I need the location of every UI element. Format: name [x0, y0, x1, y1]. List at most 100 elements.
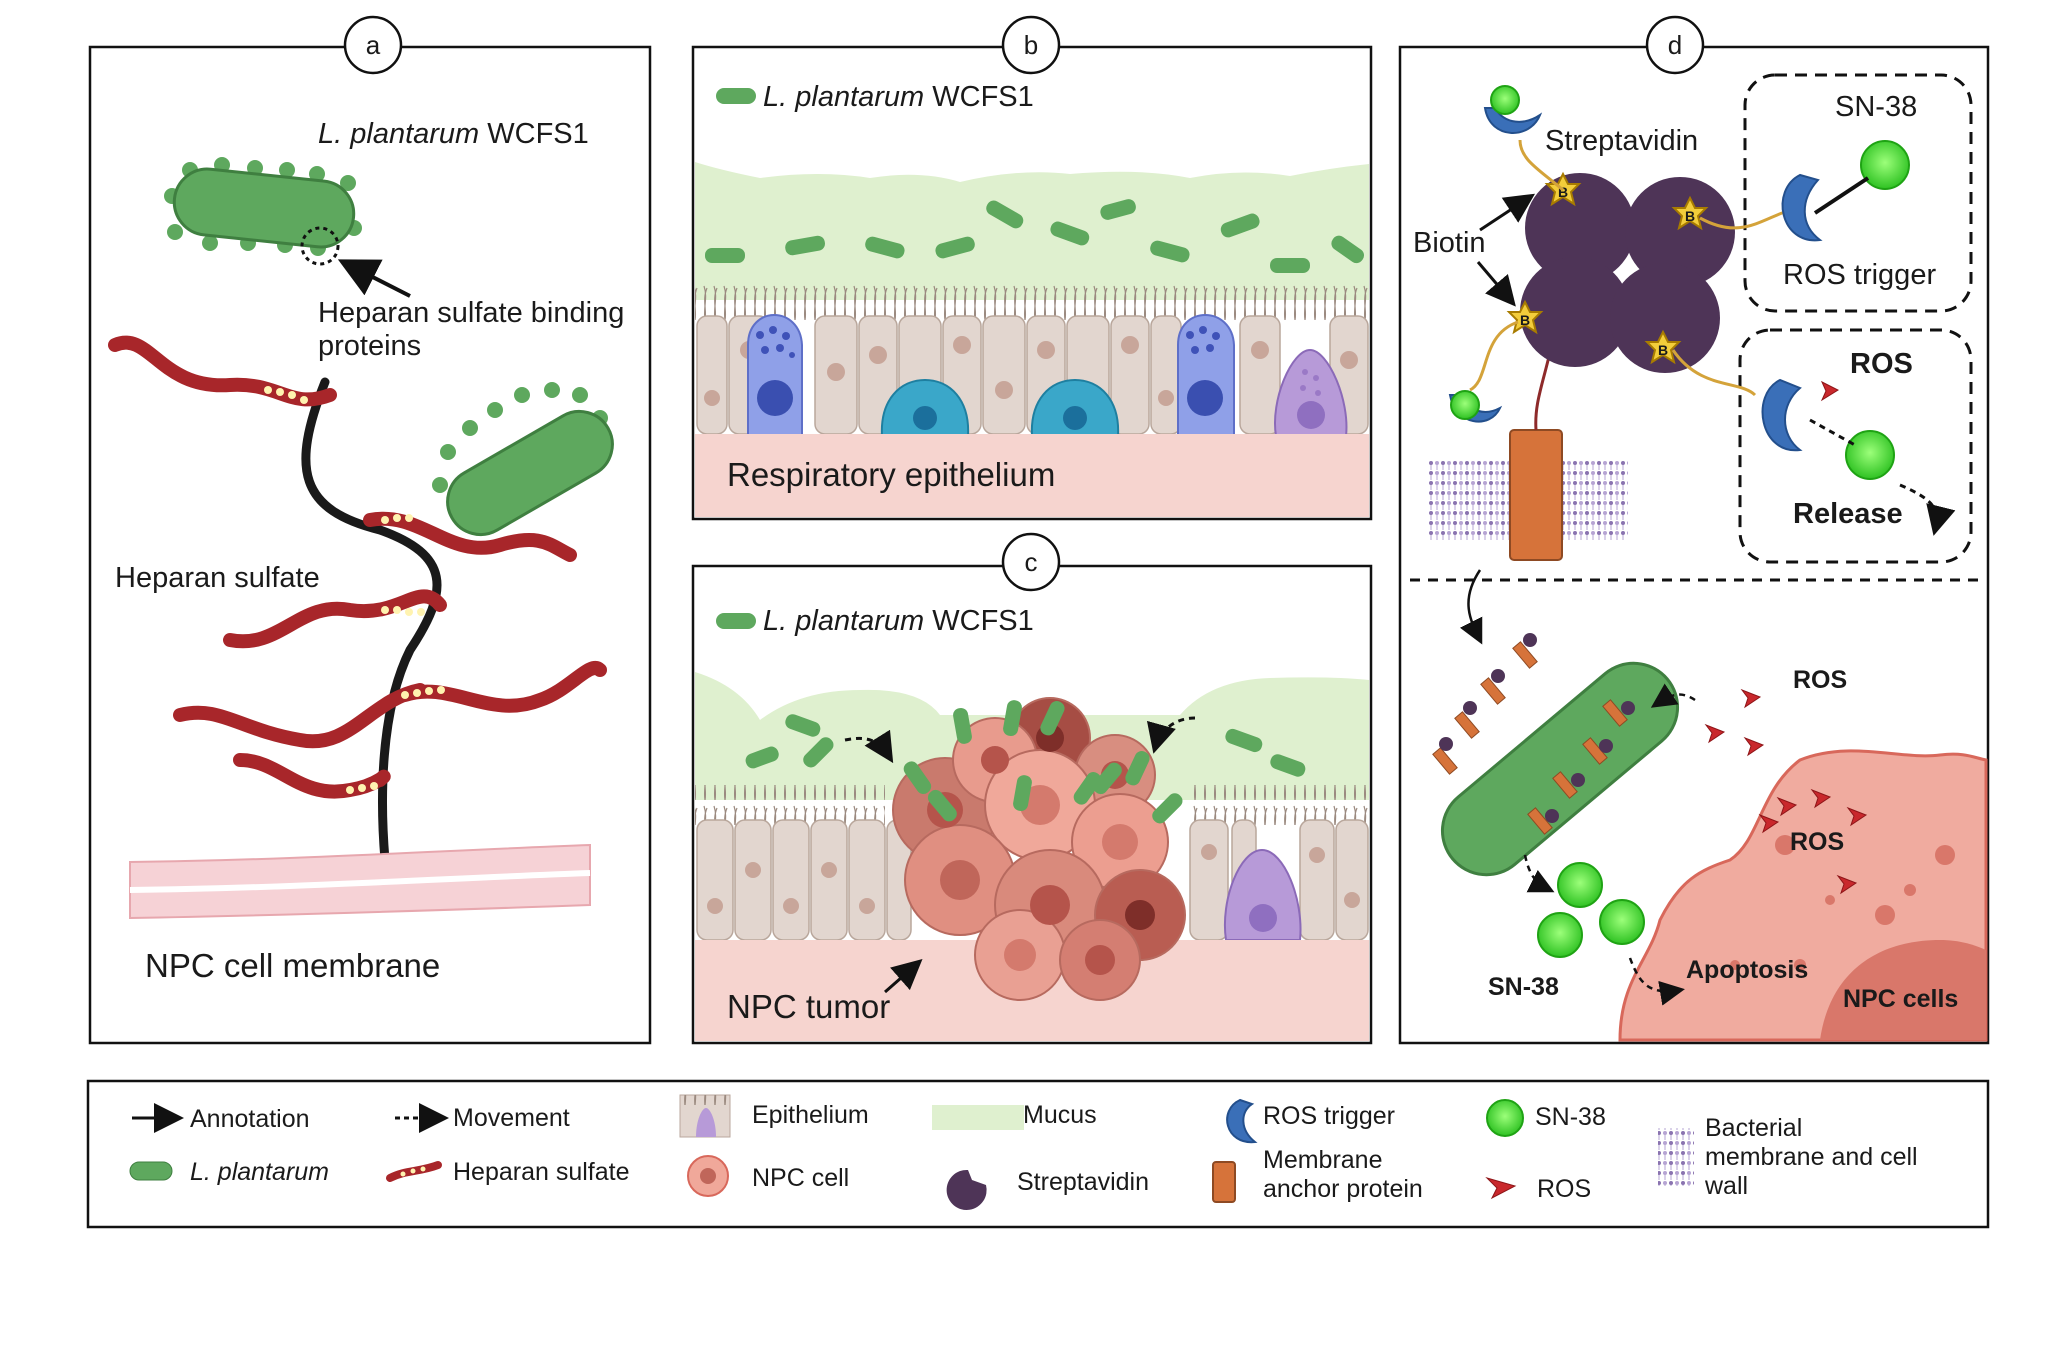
- bacterium-top: [164, 157, 362, 266]
- panel-letter-c: c: [1025, 547, 1038, 577]
- epithelial-cells-c: [696, 819, 1369, 941]
- sn38-bond: [1813, 176, 1870, 215]
- npc-cell-nucleus: [1820, 940, 1986, 1040]
- npc-membrane-label: NPC cell membrane: [145, 947, 440, 984]
- anchor-protein: [1509, 429, 1563, 561]
- legend-heparan-icon: [386, 1161, 442, 1182]
- cilia-b: [695, 282, 1369, 320]
- release-arrow: [1899, 483, 1956, 536]
- biotin-badges: B B B B: [1506, 171, 1709, 365]
- legend-npc-cell-label: NPC cell: [752, 1164, 849, 1192]
- sn38-free-label: SN-38: [1488, 973, 1559, 1001]
- legend-sn38-label: SN-38: [1535, 1103, 1606, 1131]
- cilia-c-left: [695, 785, 885, 825]
- release-path: [1809, 418, 1856, 447]
- legend-l-plantarum-label: L. plantarum: [190, 1158, 329, 1186]
- binding-proteins-label-1: Heparan sulfate binding: [318, 297, 624, 329]
- ros-cell-label: ROS: [1790, 828, 1844, 856]
- streptavidin-label: Streptavidin: [1545, 125, 1698, 157]
- bacterium-middle: [432, 382, 614, 536]
- legend-mucus-label: Mucus: [1023, 1101, 1097, 1129]
- tissue-b: [695, 434, 1369, 517]
- proteoglycan-core: [301, 377, 442, 865]
- heparan-sulfate-label: Heparan sulfate: [115, 562, 320, 594]
- legend-bacterial-label-1: Bacterial: [1705, 1114, 1802, 1142]
- sn38-trigger-box: [1743, 73, 1973, 313]
- npc-tumor-label: NPC tumor: [727, 988, 890, 1025]
- legend-bacterial-label-3: wall: [1704, 1172, 1748, 1200]
- bacteria-in-mucus-b: [705, 199, 1365, 273]
- panel-c: c L. plantarum WCFS1: [691, 532, 1373, 1045]
- sn38-release-arrow: [1523, 854, 1555, 893]
- legend: Annotation Movement Epithelium Mucus ROS…: [86, 1079, 1990, 1229]
- bacteria-in-mucus-c: [745, 714, 1306, 777]
- mucus-layer-b: [695, 162, 1369, 300]
- respiratory-epithelium-label: Respiratory epithelium: [727, 456, 1055, 493]
- legend-bacterial-label-2: membrane and cell: [1705, 1143, 1918, 1171]
- legend-npc-cell-icon: [687, 1155, 729, 1197]
- legend-streptavidin-icon: [946, 1169, 987, 1210]
- panel-d: d B B B: [1398, 15, 1990, 1045]
- panel-b-species-label: L. plantarum WCFS1: [763, 81, 1034, 113]
- panel-c-species-label: L. plantarum WCFS1: [763, 605, 1034, 637]
- linker-chains: [1469, 139, 1791, 397]
- legend-ros-icon: [1485, 1176, 1517, 1200]
- panel-letter-b: b: [1024, 30, 1038, 60]
- svg-text:B: B: [1520, 312, 1530, 328]
- panel-letter-a: a: [366, 30, 381, 60]
- legend-anchor-label-1: Membrane: [1263, 1146, 1383, 1174]
- sn38-to-cell-arrow: [1628, 957, 1685, 1006]
- legend-sn38-icon: [1486, 1099, 1524, 1137]
- panel-b: b L. plantarum WCFS1: [691, 15, 1373, 521]
- sn38-box-label: SN-38: [1835, 91, 1917, 123]
- legend-streptavidin-label: Streptavidin: [1017, 1168, 1149, 1196]
- legend-ros-trigger-icon: [1226, 1098, 1258, 1144]
- panel-letter-d: d: [1668, 30, 1682, 60]
- legend-bacterium-c: [716, 613, 756, 629]
- epithelial-cells-b: [696, 314, 1369, 437]
- ros-release-box: [1738, 328, 1973, 564]
- legend-heparan-label: Heparan sulfate: [453, 1158, 630, 1186]
- legend-l-plantarum-icon: [129, 1161, 173, 1181]
- ros-chevrons-cell: [1758, 788, 1868, 895]
- movement-arrow-left: [844, 729, 894, 764]
- npc-cell-granules: [1730, 835, 1955, 971]
- binding-protein-arrow: [337, 259, 411, 298]
- biotin-arrow-2: [1476, 261, 1516, 307]
- panel-a: a L. plantarum WCFS1 Heparan sulfate bin…: [88, 15, 652, 1045]
- legend-anchor-label-2: anchor protein: [1263, 1175, 1423, 1203]
- legend-anchor-icon: [1212, 1161, 1236, 1203]
- streptavidin-tetramer: [1520, 173, 1735, 373]
- legend-epithelium-icon: [679, 1094, 731, 1138]
- svg-text:B: B: [1658, 342, 1668, 358]
- binding-proteins-label-2: proteins: [318, 330, 421, 362]
- legend-annotation-label: Annotation: [190, 1105, 310, 1133]
- npc-membrane: [129, 843, 591, 920]
- legend-bacterium-b: [716, 88, 756, 104]
- ros-trigger-box-label: ROS trigger: [1783, 259, 1936, 291]
- panel-a-species-label: L. plantarum WCFS1: [318, 118, 589, 150]
- sn38-molecules: [1450, 85, 1910, 958]
- legend-epithelium-label: Epithelium: [752, 1101, 869, 1129]
- biotin-label: Biotin: [1413, 227, 1486, 259]
- ros-to-bacterium-arrow: [1650, 683, 1696, 708]
- svg-text:B: B: [1558, 184, 1568, 200]
- ros-chevron-box: [1820, 380, 1840, 402]
- zoom-arrow: [1459, 569, 1483, 645]
- tumor-annotation-arrow: [884, 959, 923, 994]
- ros-chevrons-outside: [1704, 688, 1765, 757]
- ros-outside-label: ROS: [1793, 666, 1847, 694]
- legend-ros-trigger-label: ROS trigger: [1263, 1102, 1395, 1130]
- bacterium-functionalized: [1432, 633, 1680, 877]
- apoptosis-label: Apoptosis: [1686, 956, 1808, 984]
- cilia-c-right: [1190, 785, 1369, 825]
- legend-bilayer-icon: [1658, 1128, 1694, 1186]
- legend-mucus-swatch: [932, 1105, 1024, 1130]
- biotin-arrow-1: [1479, 193, 1536, 232]
- legend-ros-label: ROS: [1537, 1175, 1591, 1203]
- release-label: Release: [1793, 498, 1903, 530]
- npc-cells-label: NPC cells: [1843, 985, 1958, 1013]
- bacteria-on-tumor: [903, 700, 1183, 824]
- ros-box-label: ROS: [1850, 348, 1913, 380]
